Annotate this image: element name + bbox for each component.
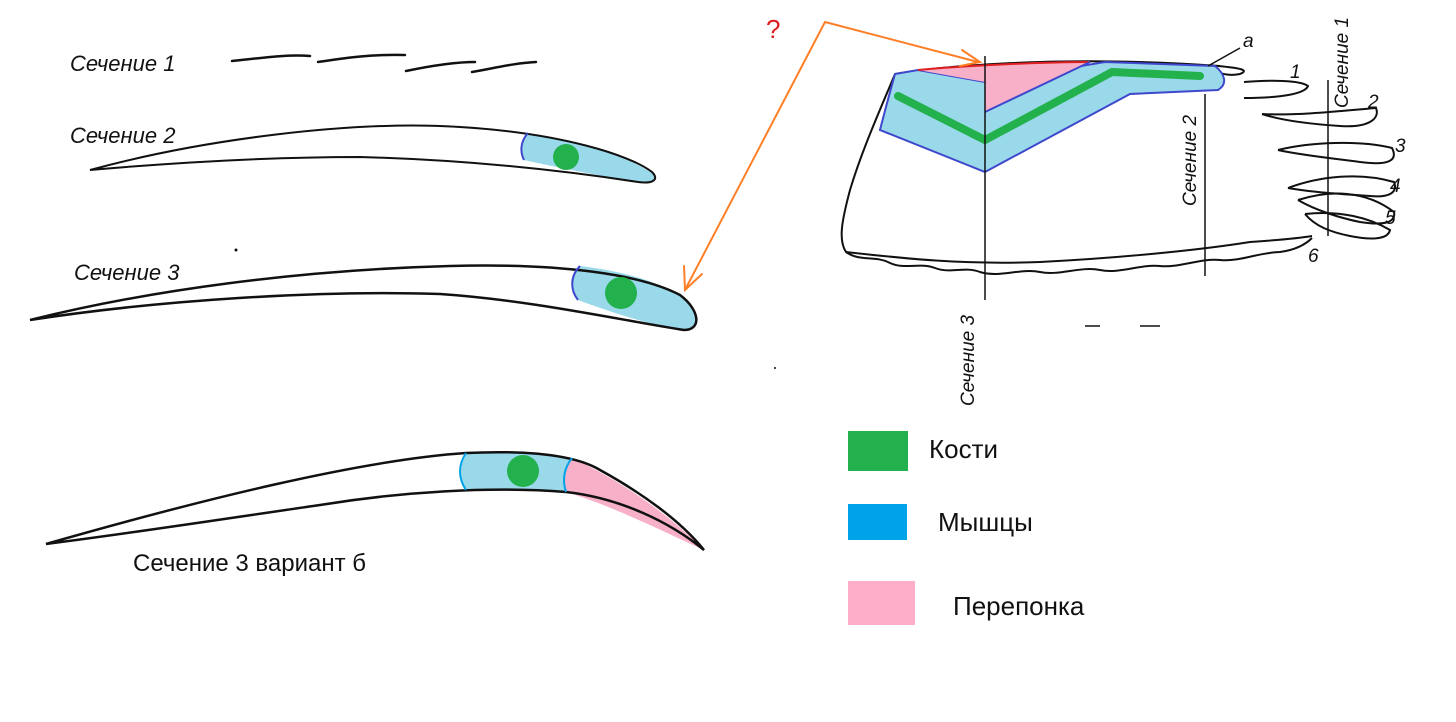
label-a: а [1243,31,1254,52]
vertical-label-section2: Сечение 2 [1180,115,1201,206]
feather-number-3: 3 [1395,136,1406,157]
feather-number-5: 5 [1385,208,1396,229]
wing-section-lines [984,56,1329,327]
feather-number-4: 4 [1390,176,1401,197]
feather-number-1: 1 [1290,62,1301,83]
section1-label: Сечение 1 [70,51,175,76]
feather-number-6: 6 [1308,246,1319,267]
section3-muscle-boundary [571,265,581,301]
wing-membrane-edge [917,61,1091,71]
section3-profile [29,264,698,332]
vertical-label-section1: Сечение 1 [1332,17,1353,108]
section2-label: Сечение 2 [70,123,175,148]
section2-muscle [521,133,656,183]
legend-swatch-muscles [848,504,907,540]
section3b-membrane [564,458,704,550]
wing-muscle-region [878,60,1226,174]
stray-dot [234,248,238,252]
legend-swatch-bones [848,431,908,471]
section3b-profile [45,450,705,551]
section3b-label: Сечение 3 вариант б [133,550,366,577]
orange-arrows [683,21,983,293]
section2-muscle-boundary [520,132,529,161]
section3-label: Сечение 3 [74,260,180,285]
legend-label-membrane: Перепонка [953,591,1085,621]
section1-profile [230,53,538,74]
vertical-label-section3: Сечение 3 [958,315,979,406]
section2-bone [553,144,579,170]
feather-number-2: 2 [1367,92,1379,113]
wing-bone-line [894,68,1204,144]
wing-membrane-region [918,62,1090,112]
section3-bone [605,277,637,309]
legend-swatch-membrane [848,581,915,625]
legend-label-muscles: Мышцы [938,507,1033,537]
section3b-bone [507,455,539,487]
legend-label-bones: Кости [929,434,999,464]
question-mark: ? [766,14,780,44]
section2-profile [89,124,657,184]
